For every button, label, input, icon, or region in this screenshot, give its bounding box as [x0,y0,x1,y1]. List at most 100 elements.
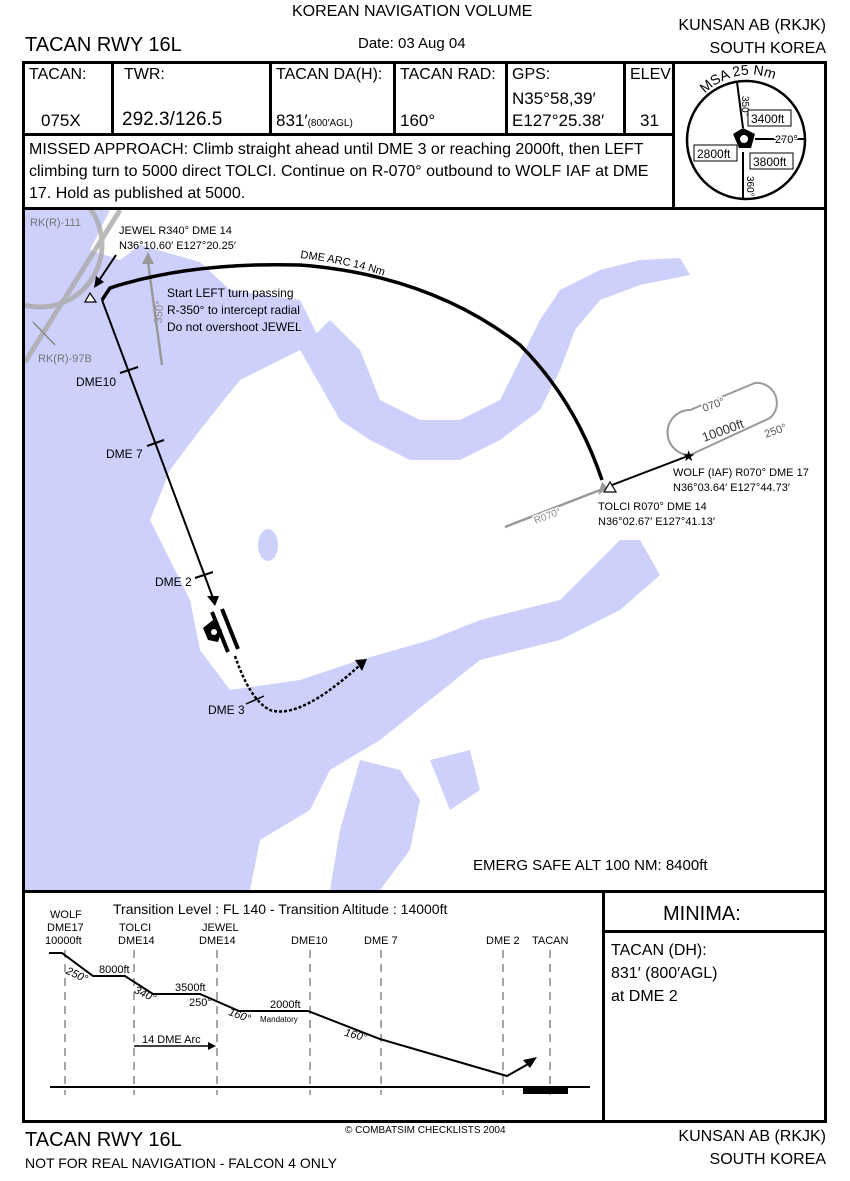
missed-arrowhead [355,659,367,671]
south-inlet [430,750,480,810]
restricted-areas [25,210,123,364]
profile-mandatory: Mandatory [260,1015,298,1024]
jewel-pointer-arrow [97,254,117,283]
profile-jewel-dme: DME14 [199,935,236,947]
holding-pattern [666,381,778,456]
tolci-wolf-leg [611,455,689,486]
volume-title: KOREAN NAVIGATION VOLUME [292,3,533,20]
turn-note-3: Do not overshoot JEWEL [167,320,302,334]
dme10-label: DME10 [76,375,116,389]
minima-title-divider [605,930,827,933]
dme2-label: DME 2 [155,575,192,589]
jewel-label: JEWEL R340° DME 14 [119,225,232,237]
profile-path [49,952,531,1078]
final-approach-course [101,299,214,599]
elev-value: 31 [640,111,659,130]
dme3-label: DME 3 [208,703,245,717]
estuary [300,258,690,460]
twr-cell: TWR: 292.3/126.5 [114,64,272,133]
gps-cell: GPS: N35°58,39′ E127°25.38′ [508,64,626,133]
dme3-tick [245,695,265,705]
tolci-label: TOLCI R070° DME 14 [598,501,707,513]
radial-350-arrow [146,261,164,366]
missed-approach-box: MISSED APPROACH: Climb straight ahead un… [22,133,675,210]
tolci-coords: N36°02.67′ E127°41.13′ [598,516,715,528]
msa-ne-alt: 3400ft [751,112,785,126]
footer-country: SOUTH KOREA [709,1151,826,1168]
rk111-label: RK(R)-111 [30,217,81,229]
tacan-label: TACAN: [29,66,87,83]
radial-070-arrow [504,488,601,529]
profile-arc-label: 14 DME Arc [142,1034,201,1046]
country-name: SOUTH KOREA [709,40,826,57]
rad-cell: TACAN RAD: 160° [396,64,508,133]
radial-350-arrowhead [142,252,154,264]
profile-dme7: DME 7 [364,935,398,947]
profile-dme2: DME 2 [486,935,520,947]
minima-divider [602,890,605,1123]
jewel-triangle-icon [83,291,98,303]
profile-tolci-dme: DME14 [118,935,155,947]
da-value-agl: (800′AGL) [307,118,353,129]
missed-approach-path [233,655,361,713]
rad-value: 160° [400,111,436,130]
profile-course-250b: 250° [189,997,212,1009]
profile-missed-arrowhead [523,1057,537,1068]
missed-approach-text: MISSED APPROACH: Climb straight ahead un… [29,141,649,202]
footer-airport: KUNSAN AB (RKJK) [678,1128,826,1145]
airport-name: KUNSAN AB (RKJK) [678,17,826,34]
radial-070-arrowhead [598,482,608,495]
minima-line-3: at DME 2 [611,988,678,1005]
profile-alt-8000: 8000ft [99,964,130,976]
profile-alt-2000: 2000ft [270,999,301,1011]
twr-label: TWR: [124,66,165,83]
msa-w-box [693,144,738,162]
profile-wolf-dme: DME17 [47,922,84,934]
profile-tacan: TACAN [532,935,569,947]
hold-inbound-label: 070° [701,396,726,415]
profile-dme10: DME10 [291,935,328,947]
profile-fix-lines [64,950,551,1095]
msa-360-label: 360° [744,176,755,197]
msa-350-line [736,81,744,129]
elev-cell: ELEV: 31 [626,64,672,133]
rad-label: TACAN RAD: [400,66,496,83]
wolf-coords: N36°03.64′ E127°44.73′ [673,482,790,494]
elev-label: ELEV: [630,66,672,83]
jewel-coords: N36°10.60′ E127°20.25′ [119,240,236,252]
radial-350-label: 350° [153,300,167,324]
jewel-pointer-head [94,276,104,288]
chart-date: Date: 03 Aug 04 [358,35,466,52]
turn-note-2: R-350° to intercept radial [167,303,300,317]
profile-tolci: TOLCI [119,922,151,934]
rk111-circle [25,210,105,310]
minima-title: MINIMA: [663,903,741,925]
final-arrowhead [207,596,219,606]
rk97b-arrow [32,321,56,346]
msa-350-label: 350° [739,96,750,117]
disclaimer: NOT FOR REAL NAVIGATION - FALCON 4 ONLY [25,1155,337,1171]
msa-diagram: MSA 25 Nm 350° 270° 360° 3400ft 2800ft 3… [685,62,807,201]
tacan-cell: TACAN: 075X [25,64,114,133]
msa-270-label: 270° [775,134,798,146]
turn-note-1: Start LEFT turn passing [167,286,294,300]
tacan-icon-center [740,135,748,143]
profile-course-160a: 160° [227,1006,253,1025]
profile-arc-arrowhead [208,1042,216,1050]
gps-label: GPS: [512,66,551,83]
plan-view-map: RK(R)-111 RK(R)-97B 350° R070° 070° 1000… [25,210,809,890]
rk97b-line [25,210,123,364]
tacan-value: 075X [41,111,81,130]
da-value: 831′(800′AGL) [276,111,353,131]
gps-lat: N35°58,39′ [512,89,596,108]
emergency-safe-altitude: EMERG SAFE ALT 100 NM: 8400ft [473,857,708,874]
profile-jewel: JEWEL [202,922,239,934]
footer-title: TACAN RWY 16L [25,1129,182,1151]
minima-line-2: 831′ (800′AGL) [611,965,718,982]
profile-alt-3500: 3500ft [175,982,206,994]
gps-lon: E127°25.38′ [512,111,605,130]
twr-value: 292.3/126.5 [122,109,223,130]
rk97b-label: RK(R)-97B [38,353,92,365]
